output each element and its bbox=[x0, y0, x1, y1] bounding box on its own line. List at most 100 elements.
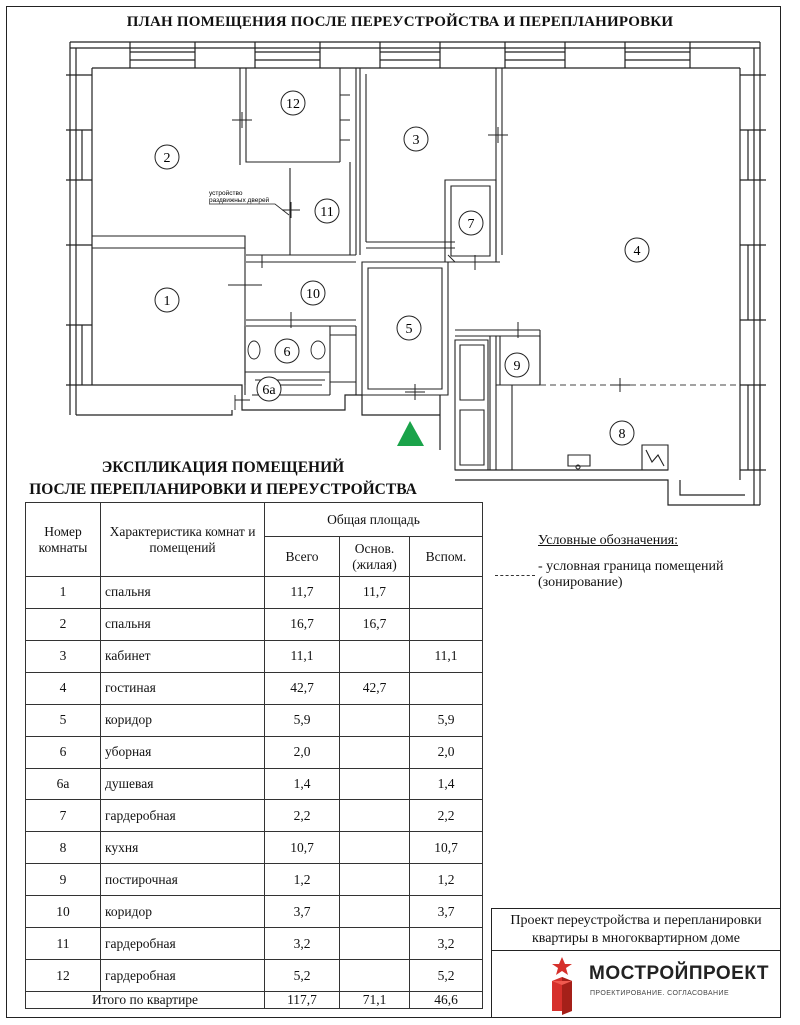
room-number: 12 bbox=[25, 959, 101, 992]
logo-row: МОСТРОЙПРОЕКТ ПРОЕКТИРОВАНИЕ. СОГЛАСОВАН… bbox=[492, 951, 780, 1017]
area-all: 11,7 bbox=[264, 576, 340, 609]
area-aux: 5,2 bbox=[409, 959, 483, 992]
room-number: 11 bbox=[25, 927, 101, 961]
legend-item: - условная граница помещений (зонировани… bbox=[495, 559, 778, 591]
header-characteristic: Характеристика комнат и помещений bbox=[100, 502, 265, 577]
area-main bbox=[339, 927, 410, 961]
area-all: 11,1 bbox=[264, 639, 340, 673]
svg-text:6: 6 bbox=[284, 345, 291, 360]
area-main bbox=[339, 735, 410, 769]
svg-text:12: 12 bbox=[286, 97, 300, 112]
area-aux: 2,2 bbox=[409, 799, 483, 833]
room-label-2: 2 bbox=[154, 144, 180, 170]
area-aux: 5,9 bbox=[409, 703, 483, 737]
note-line-2: раздвижных дверей bbox=[209, 196, 270, 204]
area-aux: 3,2 bbox=[409, 927, 483, 961]
svg-text:9: 9 bbox=[514, 359, 521, 374]
area-all: 42,7 bbox=[264, 671, 340, 705]
total-row: Итого по квартире 117,7 71,1 46,6 bbox=[25, 991, 483, 1009]
svg-text:3: 3 bbox=[413, 133, 420, 148]
sink-fixture bbox=[310, 340, 326, 360]
dashed-line-icon bbox=[495, 575, 535, 576]
area-main bbox=[339, 767, 410, 801]
area-main: 16,7 bbox=[339, 607, 410, 641]
area-main bbox=[339, 863, 410, 897]
area-main: 42,7 bbox=[339, 671, 410, 705]
total-aux: 46,6 bbox=[409, 991, 483, 1009]
total-main: 71,1 bbox=[339, 991, 410, 1009]
total-all: 117,7 bbox=[264, 991, 340, 1009]
area-all: 3,7 bbox=[264, 895, 340, 929]
svg-text:5: 5 bbox=[406, 322, 413, 337]
room-number: 2 bbox=[25, 607, 101, 641]
legend-item-line2: (зонирование) bbox=[538, 575, 623, 590]
area-all: 1,2 bbox=[264, 863, 340, 897]
room-name: душевая bbox=[100, 767, 265, 801]
room-name: гардеробная bbox=[100, 799, 265, 833]
area-all: 1,4 bbox=[264, 767, 340, 801]
room-label-9: 9 bbox=[504, 352, 530, 378]
area-main bbox=[339, 959, 410, 992]
room-label-12: 12 bbox=[280, 90, 306, 116]
svg-text:1: 1 bbox=[164, 294, 171, 309]
room-label-6: 6 bbox=[274, 338, 300, 364]
area-all: 5,2 bbox=[264, 959, 340, 992]
room-name: коридор bbox=[100, 703, 265, 737]
brand-name: МОСТРОЙПРОЕКТ bbox=[589, 963, 770, 984]
room-number: 8 bbox=[25, 831, 101, 865]
door-markers bbox=[228, 112, 630, 400]
entrance-arrow-icon bbox=[397, 421, 424, 446]
project-title: Проект переустройства и перепланировки к… bbox=[492, 909, 780, 951]
note-leader bbox=[209, 203, 290, 216]
brand-tagline: ПРОЕКТИРОВАНИЕ. СОГЛАСОВАНИЕ bbox=[590, 990, 730, 997]
area-aux: 2,0 bbox=[409, 735, 483, 769]
room-label-3: 3 bbox=[403, 126, 429, 152]
area-aux: 3,7 bbox=[409, 895, 483, 929]
header-all: Всего bbox=[264, 536, 340, 577]
interior-walls bbox=[92, 68, 669, 471]
area-aux bbox=[409, 671, 483, 705]
svg-text:2: 2 bbox=[164, 151, 171, 166]
area-main bbox=[339, 799, 410, 833]
area-all: 16,7 bbox=[264, 607, 340, 641]
svg-text:10: 10 bbox=[306, 287, 320, 302]
area-aux bbox=[409, 607, 483, 641]
legend-item-line1: - условная граница помещений bbox=[538, 559, 724, 574]
area-aux: 10,7 bbox=[409, 831, 483, 865]
explication-table: Номер комнаты Характеристика комнат и по… bbox=[25, 502, 483, 1009]
room-label-5: 5 bbox=[396, 315, 422, 341]
area-main bbox=[339, 639, 410, 673]
legend-title: Условные обозначения: bbox=[538, 533, 679, 548]
room-label-6a: 6а bbox=[256, 376, 282, 402]
room-name: спальня bbox=[100, 576, 265, 609]
total-label: Итого по квартире bbox=[25, 991, 265, 1009]
room-number: 4 bbox=[25, 671, 101, 705]
area-all: 10,7 bbox=[264, 831, 340, 865]
room-name: спальня bbox=[100, 607, 265, 641]
area-aux: 11,1 bbox=[409, 639, 483, 673]
room-label-11: 11 bbox=[314, 198, 340, 224]
room-number: 9 bbox=[25, 863, 101, 897]
header-aux: Вспом. bbox=[409, 536, 483, 577]
area-main bbox=[339, 895, 410, 929]
room-number: 6 bbox=[25, 735, 101, 769]
title-stamp: Проект переустройства и перепланировки к… bbox=[491, 908, 781, 1018]
room-number: 5 bbox=[25, 703, 101, 737]
area-all: 2,0 bbox=[264, 735, 340, 769]
room-number: 10 bbox=[25, 895, 101, 929]
drawing-frame bbox=[6, 6, 781, 1018]
legend: Условные обозначения: - условная граница… bbox=[495, 533, 778, 591]
area-aux: 1,4 bbox=[409, 767, 483, 801]
tower-logo-icon bbox=[552, 957, 572, 1015]
room-number: 3 bbox=[25, 639, 101, 673]
